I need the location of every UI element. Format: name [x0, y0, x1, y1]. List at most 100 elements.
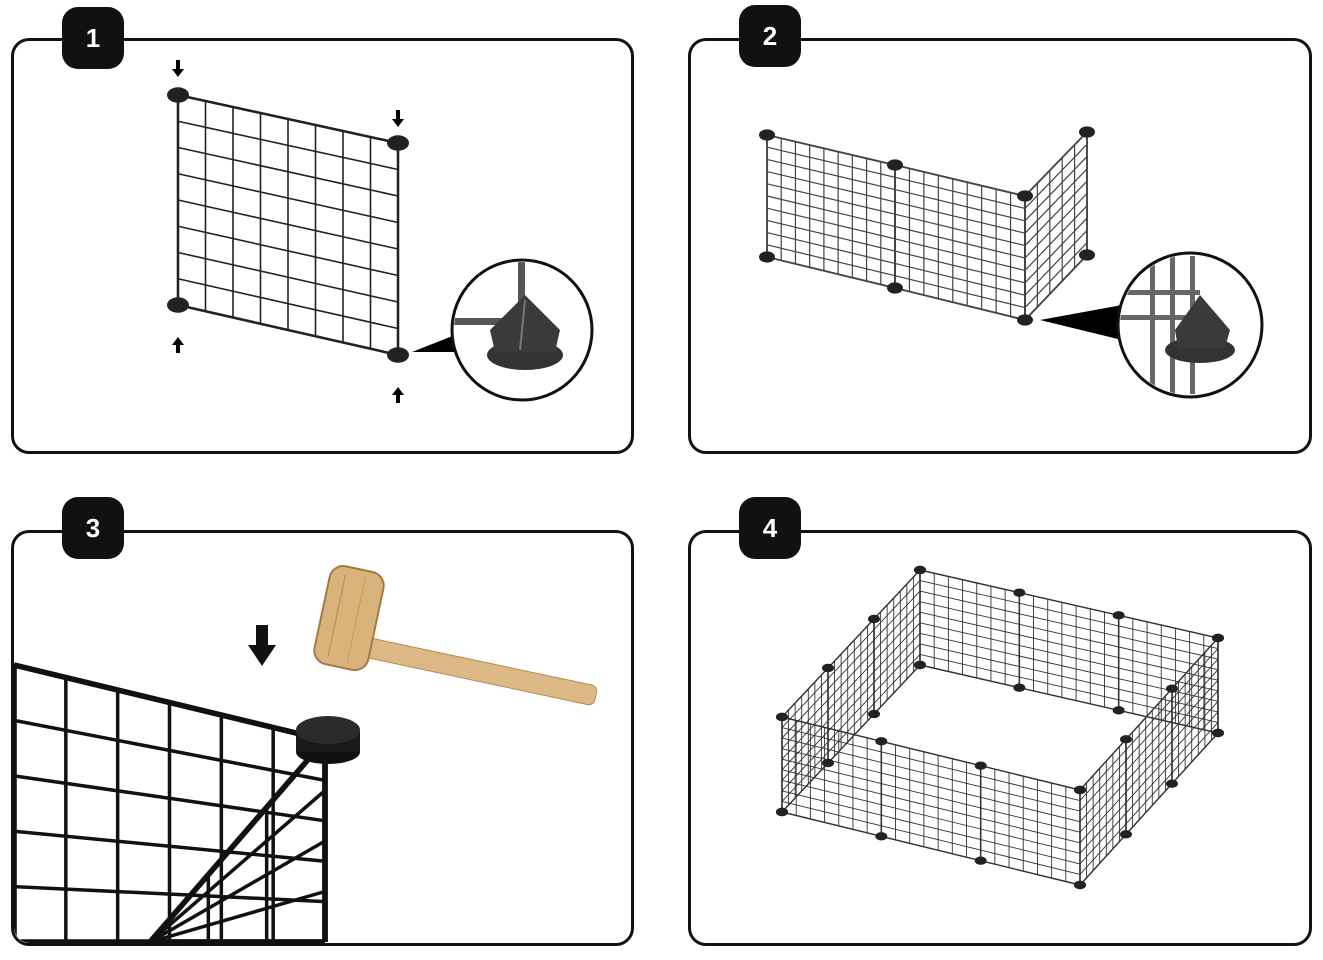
grid-wire [1019, 655, 1119, 680]
grid-wire [980, 807, 1081, 833]
grid-wire [980, 764, 1081, 791]
connector-cap [1013, 588, 1026, 597]
grid-wire [894, 287, 1026, 321]
grid-wire [1079, 823, 1127, 875]
grid-wire [919, 580, 1020, 604]
grid-wire [1019, 666, 1119, 690]
grid-wire [1125, 730, 1173, 782]
step-4-badge: 4 [739, 497, 801, 559]
connector-cap [1079, 249, 1095, 261]
grid-wire [1125, 772, 1173, 825]
grid-wire [881, 793, 981, 819]
connector-cap [974, 856, 987, 865]
grid-wire [827, 682, 875, 732]
connector-cap [1212, 633, 1224, 643]
grid-wire [894, 262, 1026, 296]
grid-wire [1125, 720, 1173, 772]
grid-wire [177, 277, 399, 330]
connector-cap [887, 159, 903, 171]
grid-wire [766, 158, 896, 191]
grid-wire [781, 731, 829, 781]
grid-wire [1079, 760, 1127, 812]
grid-wire [1024, 229, 1088, 296]
grid-wire [919, 590, 1020, 615]
grid-wire [1024, 242, 1088, 309]
magnified-connector-detail [412, 251, 1264, 402]
connector-body [490, 295, 560, 352]
grid-wire [1079, 738, 1127, 791]
grid-wire [1024, 205, 1088, 271]
grid-wire [881, 783, 981, 809]
connector-cap [1166, 779, 1178, 788]
grid-wire [14, 662, 326, 743]
connector-cap [1166, 684, 1178, 693]
grid-wire [177, 146, 399, 197]
connector-cap [759, 251, 775, 263]
grid-wire [1171, 711, 1219, 763]
grid-wire [894, 275, 1026, 309]
grid-wire [781, 801, 882, 827]
grid-wire [1079, 749, 1127, 801]
grid-wire [781, 752, 829, 802]
grid-wire [1024, 168, 1088, 234]
grid-wire [894, 213, 1026, 247]
grid-wire [1024, 193, 1088, 259]
grid-wire [1024, 156, 1088, 222]
grid-wire [873, 580, 921, 630]
grid-wire [827, 692, 875, 743]
grid-wire [919, 654, 1020, 678]
connector-cap [1112, 706, 1125, 715]
grid-wire [1125, 698, 1173, 751]
connector-cap [1120, 830, 1132, 839]
grid-wire [781, 741, 829, 792]
grid-wire [148, 789, 327, 943]
grid-wire [1125, 762, 1173, 814]
arrow-shaft [176, 343, 180, 353]
grid-wire [1125, 688, 1173, 740]
mallet-icon [313, 565, 598, 706]
grid-wire [1118, 699, 1219, 723]
grid-wire [1079, 812, 1127, 865]
grid-wire [177, 303, 399, 357]
connector-cap [1079, 126, 1095, 138]
grid-wire [1019, 602, 1119, 627]
step-1-grid-panel [167, 87, 409, 363]
grid-wire [873, 611, 921, 662]
callout-pointer [1040, 305, 1122, 340]
grid-wire [1024, 254, 1088, 321]
connector-cap [974, 761, 987, 770]
connector-cap [167, 297, 189, 313]
grid-wire [1171, 722, 1219, 774]
grid-wire [873, 601, 921, 651]
arrow-shaft [396, 110, 400, 120]
grid-wire [827, 713, 875, 764]
step-2-grid-panels [759, 126, 1095, 326]
grid-wire [177, 225, 399, 277]
grid-wire [1125, 751, 1173, 803]
step-4-assembled-pen [776, 565, 1224, 890]
arrow-head [392, 387, 404, 395]
connector-cap [776, 807, 788, 817]
grid-wire [1171, 637, 1219, 690]
grid-wire [1079, 791, 1127, 844]
grid-wire [919, 601, 1020, 625]
connector-cap [822, 758, 834, 768]
grid-wire [873, 654, 921, 704]
grid-wire [1171, 690, 1219, 742]
grid-wire [781, 779, 882, 806]
grid-wire [1118, 646, 1219, 671]
zoom-content-1 [454, 262, 563, 370]
grid-wire [766, 134, 896, 166]
grid-wire [781, 737, 882, 763]
grid-wire [781, 688, 829, 739]
grid-wire [781, 699, 829, 749]
grid-wire [919, 643, 1020, 667]
grid-wire [1171, 701, 1219, 753]
grid-wire [1118, 636, 1219, 660]
grid-wire [14, 829, 326, 863]
connector-cap [1112, 611, 1125, 620]
grid-wire [14, 884, 326, 904]
connector-cap [875, 832, 888, 841]
grid-wire [827, 650, 875, 700]
grid-wire [177, 251, 399, 303]
